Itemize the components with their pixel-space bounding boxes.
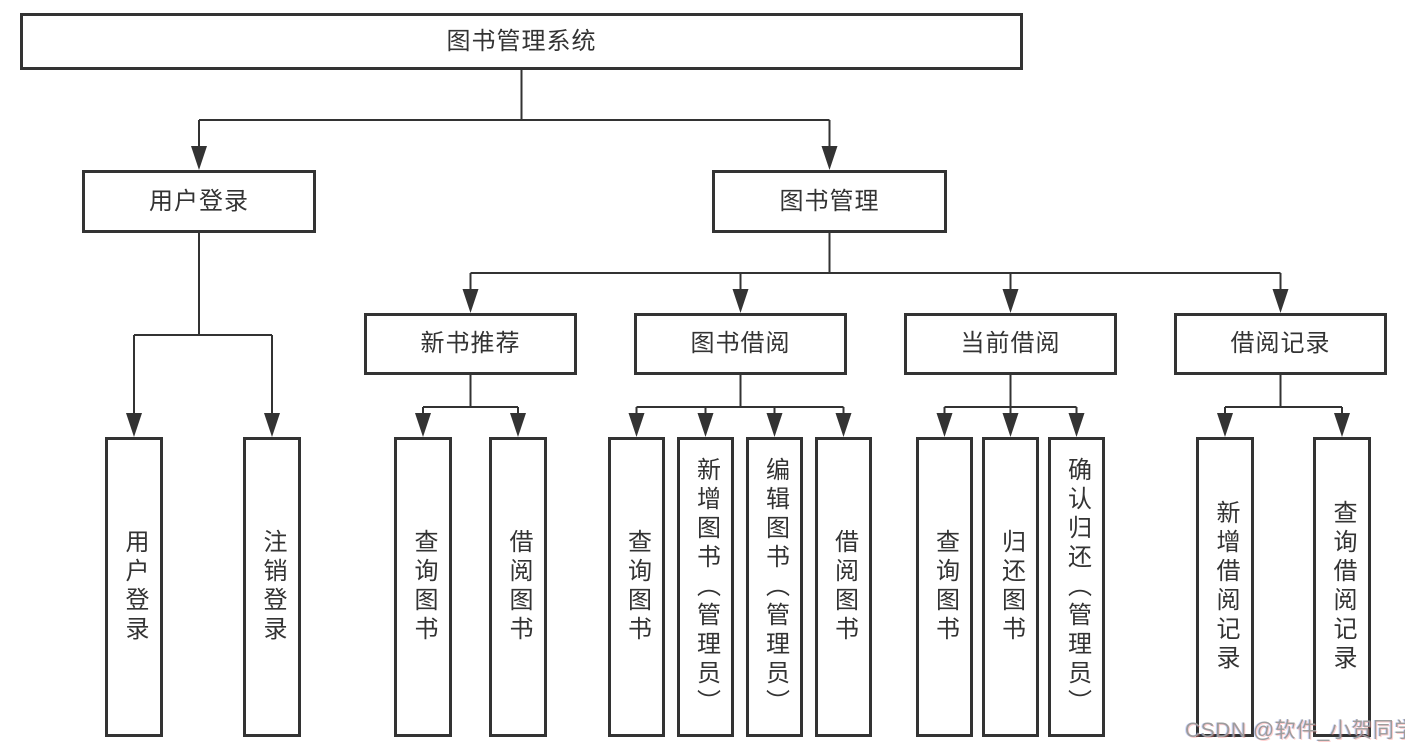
node-book-management-label: 图书管理 [779, 187, 880, 215]
leaf-query-borrow-record-label: 查询借阅记录 [1329, 500, 1356, 674]
leaf-query-books-current: 查询图书 [916, 437, 973, 737]
leaf-edit-book-admin: 编辑图书（管理员） [746, 437, 803, 737]
leaf-user-login-label: 用户登录 [121, 529, 148, 645]
leaf-add-borrow-record: 新增借阅记录 [1196, 437, 1254, 737]
node-new-book-recommend: 新书推荐 [364, 313, 577, 375]
node-user-login-group: 用户登录 [82, 170, 316, 233]
node-book-borrowing: 图书借阅 [634, 313, 847, 375]
node-book-borrowing-label: 图书借阅 [690, 330, 791, 357]
node-new-book-recommend-label: 新书推荐 [420, 330, 521, 357]
leaf-borrow-books-borrowing-label: 借阅图书 [830, 529, 858, 645]
leaf-confirm-return-admin: 确认归还（管理员） [1048, 437, 1105, 737]
leaf-user-login: 用户登录 [105, 437, 163, 737]
leaf-return-book-label: 归还图书 [997, 529, 1025, 645]
leaf-confirm-return-admin-label: 确认归还（管理员） [1063, 456, 1091, 718]
leaf-borrow-books-recommend: 借阅图书 [489, 437, 547, 737]
node-current-borrowing: 当前借阅 [904, 313, 1117, 375]
leaf-query-books-borrowing: 查询图书 [608, 437, 665, 737]
node-borrowing-records-label: 借阅记录 [1230, 330, 1331, 357]
node-root: 图书管理系统 [20, 13, 1023, 70]
leaf-add-borrow-record-label: 新增借阅记录 [1212, 500, 1239, 674]
node-root-label: 图书管理系统 [446, 27, 597, 55]
leaf-logout: 注销登录 [243, 437, 301, 737]
node-user-login-group-label: 用户登录 [149, 187, 249, 215]
leaf-query-books-recommend: 查询图书 [394, 437, 452, 737]
leaf-edit-book-admin-label: 编辑图书（管理员） [761, 456, 789, 718]
leaf-return-book: 归还图书 [982, 437, 1039, 737]
leaf-add-book-admin-label: 新增图书（管理员） [692, 456, 720, 718]
leaf-borrow-books-borrowing: 借阅图书 [815, 437, 872, 737]
leaf-query-books-current-label: 查询图书 [931, 529, 959, 645]
node-borrowing-records: 借阅记录 [1174, 313, 1387, 375]
leaf-query-books-borrowing-label: 查询图书 [623, 529, 651, 645]
leaf-query-books-recommend-label: 查询图书 [410, 529, 437, 645]
node-book-management: 图书管理 [712, 170, 947, 233]
leaf-query-borrow-record: 查询借阅记录 [1313, 437, 1371, 737]
leaf-logout-label: 注销登录 [259, 529, 286, 645]
leaf-borrow-books-recommend-label: 借阅图书 [505, 529, 532, 645]
node-current-borrowing-label: 当前借阅 [960, 330, 1061, 357]
leaf-add-book-admin: 新增图书（管理员） [677, 437, 734, 737]
watermark: CSDN @软件_小贺同学 [1185, 719, 1405, 742]
